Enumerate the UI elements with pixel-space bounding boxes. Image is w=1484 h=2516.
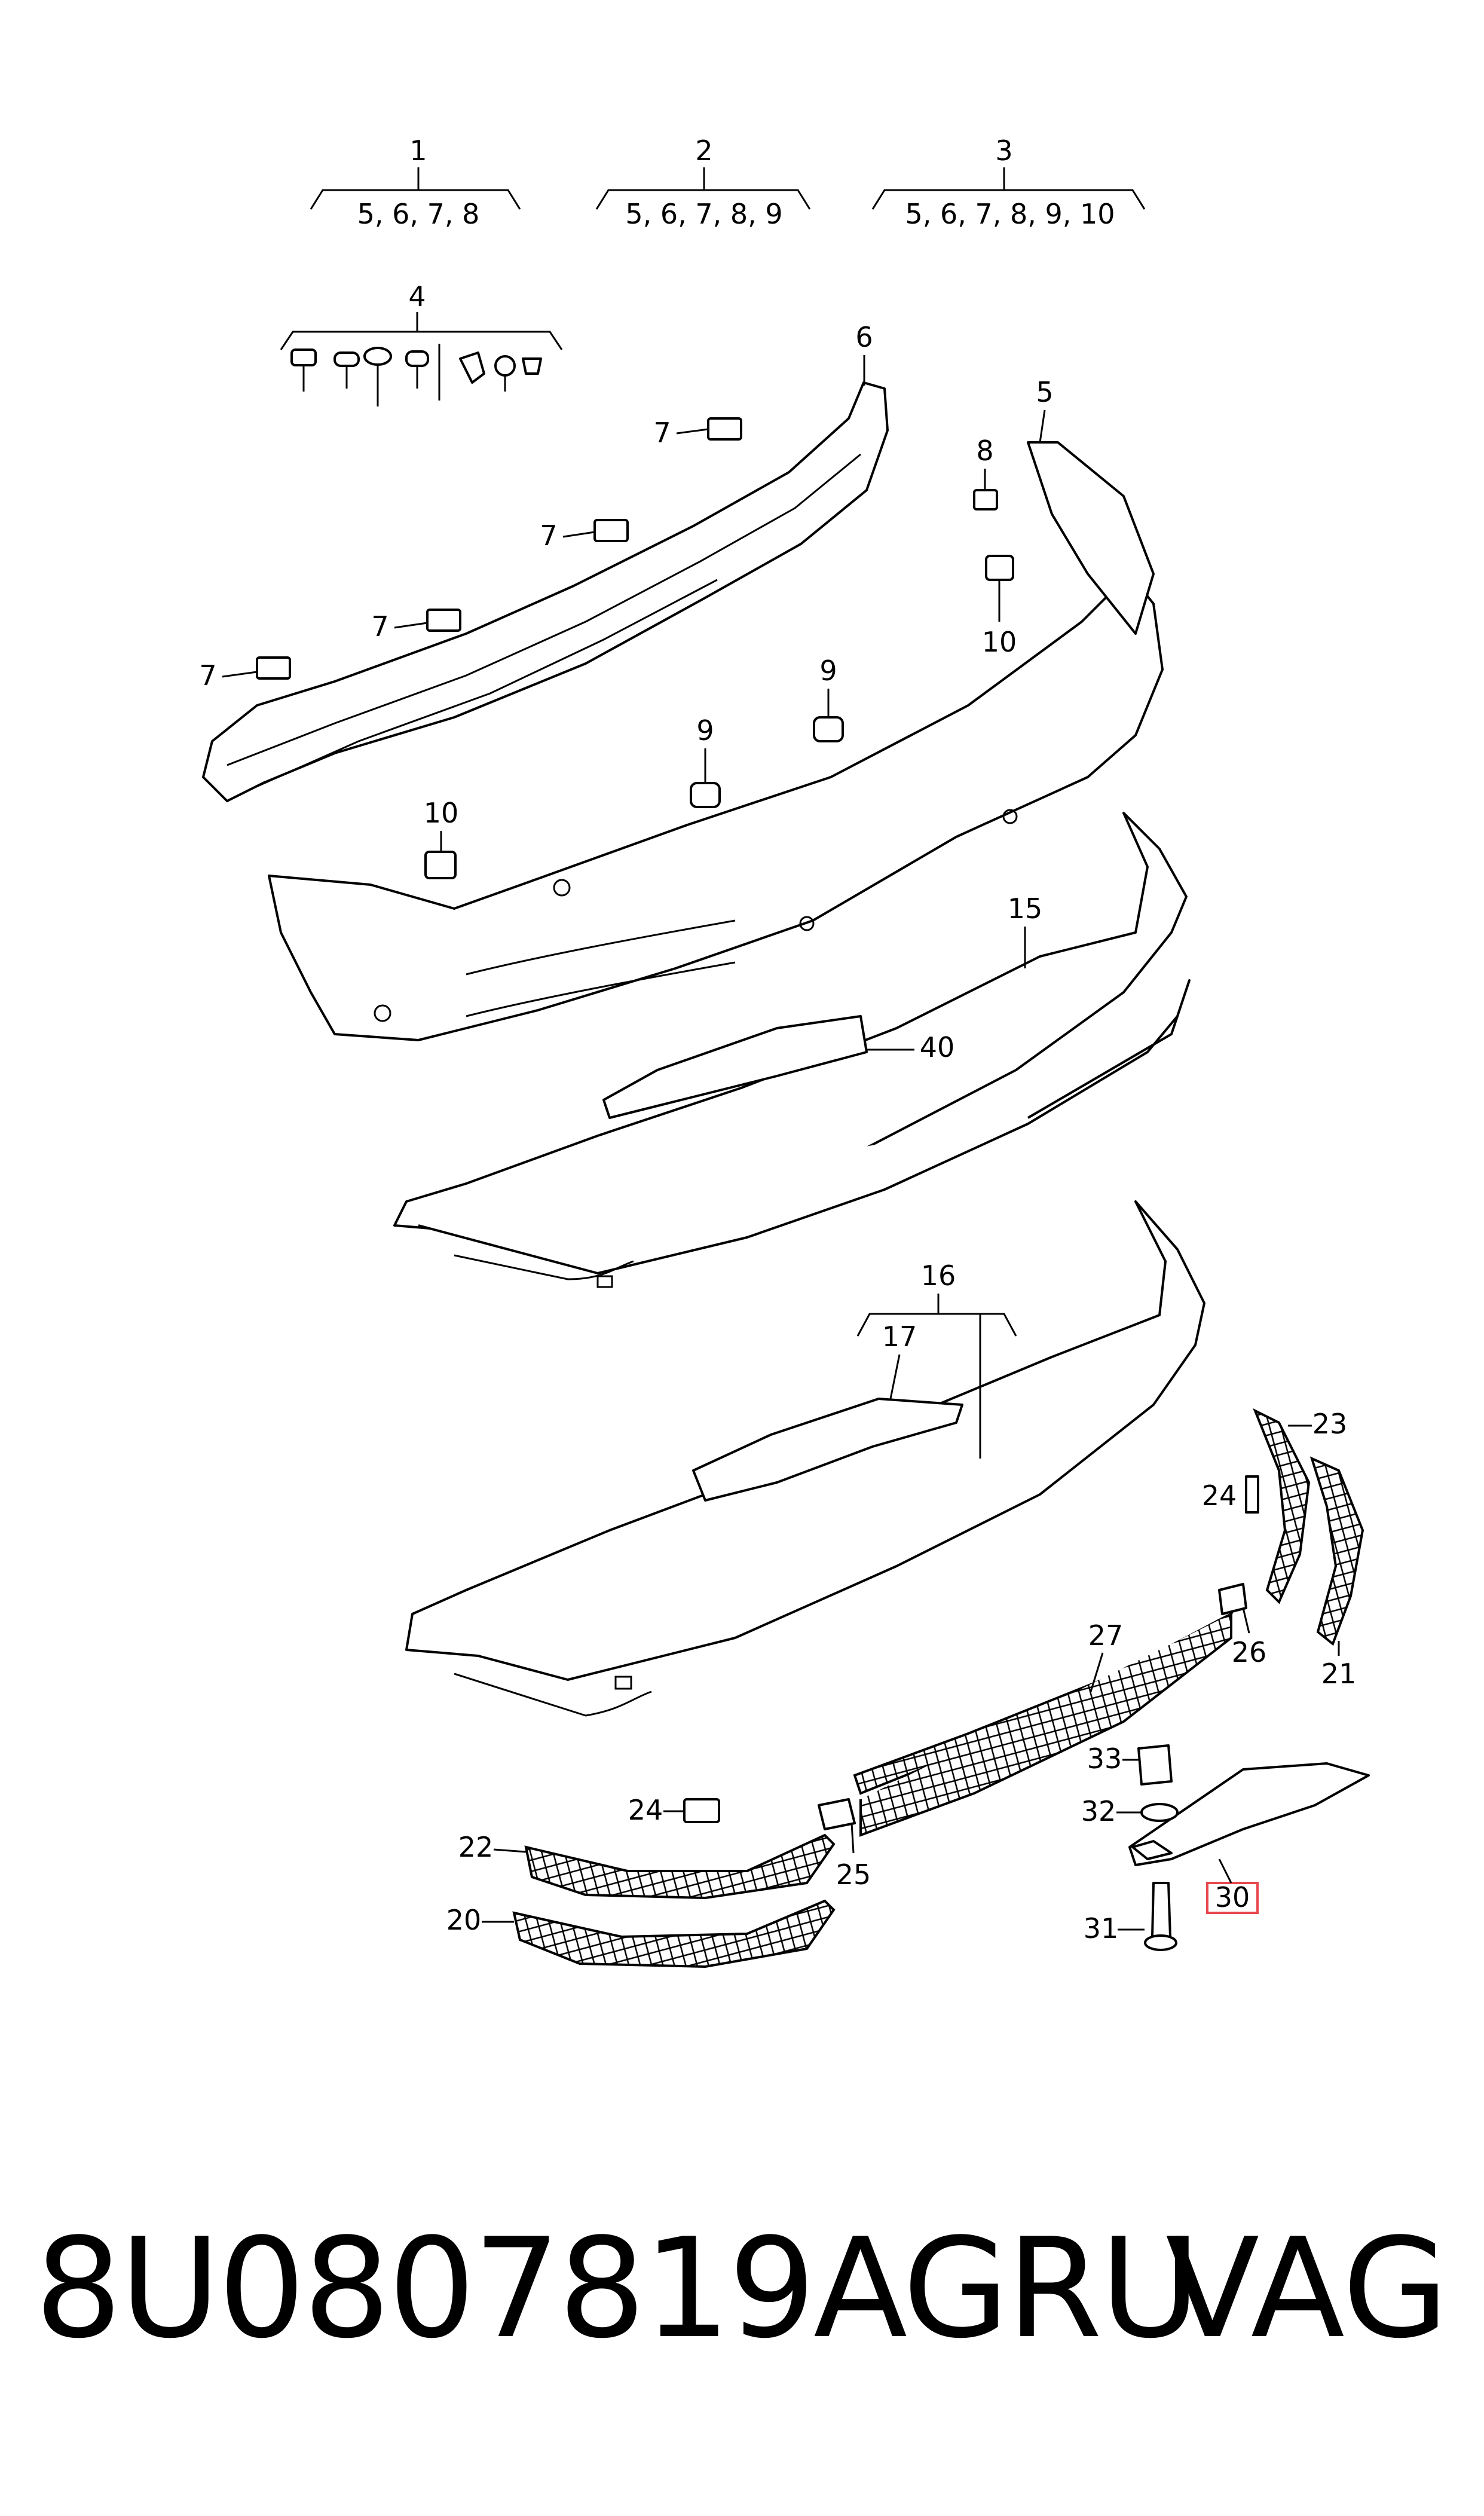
callout-24b: 24: [628, 1794, 663, 1826]
group-2-header: 2 5, 6, 7, 8, 9: [595, 134, 811, 230]
callout-31: 31: [1084, 1912, 1119, 1945]
part-15-lower-bumper: 15: [393, 812, 1191, 1288]
lower-grilles: 24 22 20: [446, 1794, 836, 1968]
group-1-contents: 5, 6, 7, 8: [357, 198, 480, 230]
callout-20: 20: [446, 1904, 482, 1936]
callout-7b: 7: [540, 519, 557, 552]
part-7-clips: 7 7 7 7: [199, 417, 742, 692]
part-27-center-grille: 27: [853, 1611, 1234, 1837]
group-3-number: 3: [995, 134, 1012, 167]
side-grilles: 23 21 24 26: [1202, 1408, 1364, 1690]
callout-15: 15: [1008, 892, 1043, 925]
highlight-box-30: [1206, 1882, 1259, 1914]
screw-icons: [290, 344, 542, 406]
group-2-number: 2: [695, 134, 712, 167]
callout-32: 32: [1081, 1795, 1116, 1827]
callout-21: 21: [1321, 1658, 1357, 1690]
group-2-contents: 5, 6, 7, 8, 9: [625, 198, 782, 230]
part-25-plug: 25: [818, 1798, 871, 1891]
callout-10a: 10: [982, 626, 1017, 658]
callout-9a: 9: [819, 655, 837, 687]
callout-7a: 7: [653, 417, 671, 449]
callout-23: 23: [1312, 1408, 1348, 1440]
callout-9b: 9: [696, 714, 714, 747]
callout-33: 33: [1087, 1742, 1122, 1775]
callout-5: 5: [1036, 376, 1053, 408]
callout-10b: 10: [424, 797, 459, 829]
callout-30: 30: [1215, 1881, 1250, 1913]
part-number: 8U0807819AGRU: [35, 2209, 1201, 2369]
part-16-bumper-assembly: 16 17: [405, 1200, 1205, 1717]
callout-27: 27: [1088, 1619, 1124, 1652]
group-3-contents: 5, 6, 7, 8, 9, 10: [905, 198, 1115, 230]
group-1-header: 1 5, 6, 7, 8: [310, 134, 521, 230]
part-5-bumper-cover: 5 8 10 9 9 10: [268, 376, 1164, 1041]
callout-24a: 24: [1202, 1479, 1237, 1512]
part-40-reflector: 40: [602, 1015, 955, 1119]
callout-8: 8: [976, 435, 993, 467]
brand-label: VAG: [1165, 2209, 1449, 2369]
callout-26: 26: [1232, 1636, 1267, 1668]
footer: 8U0807819AGRU VAG: [0, 2206, 1484, 2385]
callout-17: 17: [882, 1320, 917, 1353]
callout-7c: 7: [371, 610, 388, 643]
part-6-bumper-bracket: 6: [202, 321, 889, 802]
group-1-number: 1: [409, 134, 427, 167]
group-3-header: 3 5, 6, 7, 8, 9, 10: [871, 134, 1146, 230]
fastener-set-4: 4: [280, 280, 563, 406]
callout-7d: 7: [199, 659, 216, 692]
tow-eye-cover-assembly: 30 33 32 31: [1081, 1742, 1370, 1951]
callout-25: 25: [836, 1858, 871, 1891]
callout-40: 40: [920, 1031, 955, 1063]
callout-16: 16: [921, 1259, 956, 1292]
callout-4: 4: [408, 280, 426, 313]
callout-6: 6: [855, 321, 873, 353]
callout-22: 22: [458, 1831, 494, 1863]
